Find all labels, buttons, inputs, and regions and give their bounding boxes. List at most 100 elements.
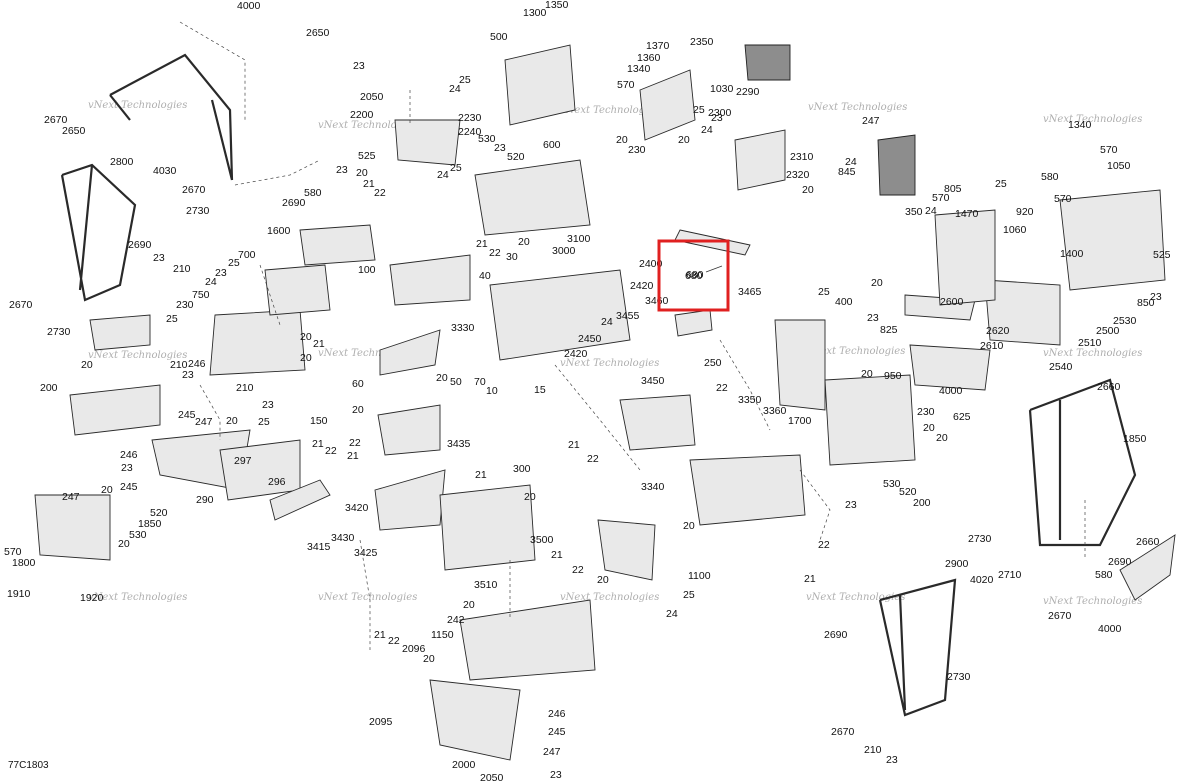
highlighted-part-callout[interactable]: 680 <box>686 269 704 281</box>
part-callout: 20 <box>101 484 113 496</box>
part-callout: 22 <box>489 247 501 259</box>
part-callout: 210 <box>170 359 188 371</box>
part-callout: 23 <box>867 312 879 324</box>
part-callout: 25 <box>166 313 178 325</box>
part-callout: 20 <box>616 134 628 146</box>
part-callout: 25 <box>995 178 1007 190</box>
part-callout: 4020 <box>970 574 994 586</box>
part-callout: 2310 <box>790 151 814 163</box>
part-callout: 2620 <box>986 325 1010 337</box>
part-callout: 525 <box>358 150 376 162</box>
part-callout: 21 <box>551 549 563 561</box>
part-callout: 1370 <box>646 40 670 52</box>
part-callout: 290 <box>196 494 214 506</box>
part-callout: 40 <box>479 270 491 282</box>
part-callout: 1100 <box>688 570 711 582</box>
part-callout: 20 <box>463 599 475 611</box>
part-callout: 247 <box>195 416 213 428</box>
part-callout: 2690 <box>282 197 306 209</box>
part-callout: 24 <box>205 276 217 288</box>
part-callout: 200 <box>913 497 931 509</box>
part-callout: 210 <box>864 744 882 756</box>
part-callout: 2050 <box>360 91 384 103</box>
watermark: vNext Technologies <box>88 592 187 603</box>
part-callout: 60 <box>352 378 364 390</box>
part-callout: 20 <box>802 184 814 196</box>
part-callout: 845 <box>838 166 856 178</box>
part-callout: 920 <box>1016 206 1034 218</box>
part-callout: 3465 <box>738 286 762 298</box>
part-callout: 1360 <box>637 52 661 64</box>
part-callout: 600 <box>543 139 561 151</box>
part-callout: 20 <box>118 538 130 550</box>
part-callout: 20 <box>524 491 536 503</box>
part-callout: 24 <box>666 608 678 620</box>
part-callout: 1340 <box>1068 119 1092 131</box>
part-callout: 22 <box>572 564 584 576</box>
part-callout: 25 <box>258 416 270 428</box>
part-callout: 297 <box>234 455 252 467</box>
part-callout: 4030 <box>153 165 177 177</box>
part-callout: 2670 <box>182 184 206 196</box>
watermarks: vNext Technologies vNext Technologies vN… <box>88 100 1142 607</box>
watermark: vNext Technologies <box>1043 348 1142 359</box>
part-callout: 2300 <box>708 107 732 119</box>
part-callout: 580 <box>1041 171 1059 183</box>
part-callout: 247 <box>862 115 880 127</box>
part-callout: 570 <box>617 79 635 91</box>
highlight-box[interactable] <box>657 239 730 312</box>
part-callout: 296 <box>268 476 286 488</box>
part-callout: 24 <box>925 205 937 217</box>
part-callout: 1910 <box>7 588 31 600</box>
part-callout: 570 <box>1100 144 1118 156</box>
part-callout: 2000 <box>452 759 476 771</box>
part-callout: 24 <box>701 124 713 136</box>
part-shapes <box>34 44 1176 761</box>
part-callout: 2650 <box>306 27 330 39</box>
part-callout: 3000 <box>552 245 576 257</box>
part-callout: 3450 <box>641 375 665 387</box>
part-callout: 23 <box>550 769 562 781</box>
part-callout: 21 <box>475 469 487 481</box>
part-callout: 2530 <box>1113 315 1137 327</box>
part-callout: 2320 <box>786 169 810 181</box>
part-callout: 23 <box>711 112 723 124</box>
part-callout: 625 <box>953 411 971 423</box>
part-callout: 2900 <box>945 558 969 570</box>
part-callout: 230 <box>628 144 646 156</box>
part-callout: 4000 <box>1098 623 1122 635</box>
part-callout: 24 <box>437 169 449 181</box>
part-callout: 24 <box>601 316 613 328</box>
part-callout: 2670 <box>9 299 33 311</box>
watermark: vNext Technologies <box>88 100 187 111</box>
part-callout: 20 <box>683 520 695 532</box>
part-callout: 2610 <box>980 340 1004 352</box>
part-callout: 23 <box>353 60 365 72</box>
callout-labels: 4000 2650 2670 2650 2800 4030 2670 2730 … <box>4 0 1171 783</box>
part-callout: 24 <box>449 83 461 95</box>
part-callout: 2420 <box>630 280 654 292</box>
part-callout: 20 <box>300 352 312 364</box>
part-callout: 3330 <box>451 322 475 334</box>
part-callout: 20 <box>923 422 935 434</box>
part-callout: 247 <box>62 491 80 503</box>
part-callout: 21 <box>313 338 325 350</box>
part-callout: 24 <box>845 156 857 168</box>
part-callout: 246 <box>548 708 566 720</box>
part-callout: 22 <box>349 437 361 449</box>
part-callout: 23 <box>262 399 274 411</box>
part-callout: 22 <box>374 187 386 199</box>
part-callout: 570 <box>932 192 950 204</box>
watermark: vNext Technologies <box>806 592 905 603</box>
part-callout: 1850 <box>138 518 162 530</box>
part-callout: 3430 <box>331 532 355 544</box>
part-callout: 2650 <box>62 125 86 137</box>
part-callout: 1150 <box>431 629 454 641</box>
part-callout: 2095 <box>369 716 393 728</box>
part-callout: 10 <box>486 385 498 397</box>
part-callout: 2690 <box>824 629 848 641</box>
part-callout: 20 <box>436 372 448 384</box>
part-callout: 3510 <box>474 579 498 591</box>
part-callout: 700 <box>238 249 256 261</box>
